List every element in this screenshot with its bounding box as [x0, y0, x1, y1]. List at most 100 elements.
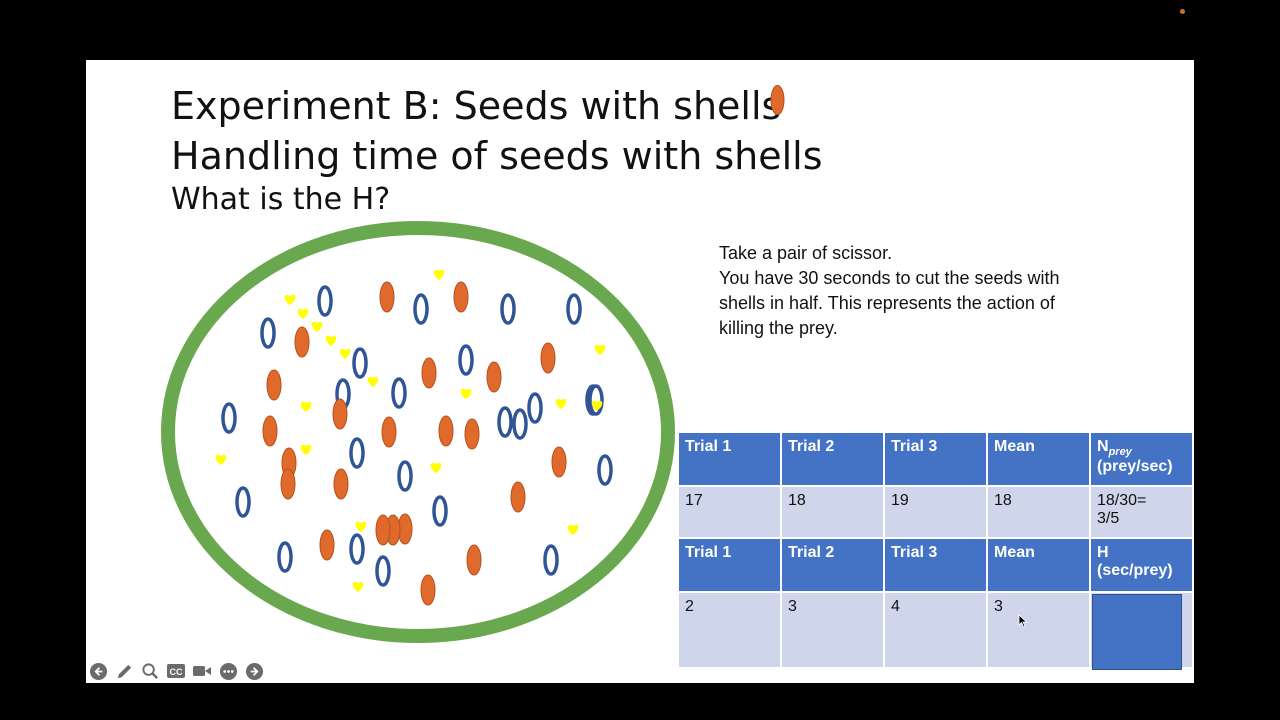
shelled-seed [379, 281, 395, 313]
shelled-seed [540, 342, 556, 374]
yellow-seed [215, 454, 227, 465]
yellow-seed [355, 521, 367, 532]
shelled-seed [319, 529, 335, 561]
shelled-seed [420, 574, 436, 606]
table-cell: 4 [883, 591, 988, 669]
answer-cell-h[interactable] [1089, 591, 1194, 670]
yellow-seed [430, 462, 442, 473]
ring-seed [349, 533, 365, 565]
yellow-seed [367, 376, 379, 387]
header-trial-1: Trial 1 [677, 537, 782, 593]
shelled-seed [464, 418, 480, 450]
slide-title: Experiment B: Seeds with shells [171, 84, 782, 128]
ring-seed [235, 486, 251, 518]
ring-seed [432, 495, 448, 527]
ring-seed [260, 317, 276, 349]
recording-indicator [1180, 9, 1185, 14]
yellow-seed [300, 401, 312, 412]
shelled-seed [453, 281, 469, 313]
ring-seed [497, 406, 513, 438]
ring-seed [375, 555, 391, 587]
ring-seed [221, 402, 237, 434]
shelled-seed [438, 415, 454, 447]
ring-seed [527, 392, 543, 424]
table-header-row: Trial 1 Trial 2 Trial 3 Mean H(sec/prey) [677, 537, 1194, 593]
pen-icon[interactable] [114, 661, 134, 681]
yellow-seed [433, 269, 445, 280]
yellow-seed [567, 524, 579, 535]
shelled-seed [294, 326, 310, 358]
table-cell: 3 [780, 591, 885, 669]
ring-seed [413, 293, 429, 325]
yellow-seed [311, 321, 323, 332]
more-icon[interactable] [218, 661, 238, 681]
ring-seed [458, 344, 474, 376]
svg-text:CC: CC [170, 667, 183, 677]
ring-seed [391, 377, 407, 409]
captions-icon[interactable]: CC [166, 661, 186, 681]
table-row: 17 18 19 18 18/30=3/5 [677, 485, 1194, 539]
ring-seed [500, 293, 516, 325]
shelled-seed [262, 415, 278, 447]
shelled-seed [266, 369, 282, 401]
instruction-line: killing the prey. [719, 318, 838, 338]
shelled-seed [466, 544, 482, 576]
shelled-seed [381, 416, 397, 448]
table-cell: 18 [986, 485, 1091, 539]
header-trial-2: Trial 2 [780, 431, 885, 487]
instruction-line: shells in half. This represents the acti… [719, 293, 1055, 313]
header-trial-1: Trial 1 [677, 431, 782, 487]
zoom-icon[interactable] [140, 661, 160, 681]
slideshow-toolbar: CC [88, 660, 264, 682]
shelled-seed [421, 357, 437, 389]
ring-seed [543, 544, 559, 576]
previous-icon[interactable] [88, 661, 108, 681]
shelled-seed [486, 361, 502, 393]
shelled-seed [333, 468, 349, 500]
shelled-seed [375, 514, 391, 546]
yellow-seed [352, 581, 364, 592]
slide: Experiment B: Seeds with shells Handling… [86, 60, 1194, 683]
table-header-row: Trial 1 Trial 2 Trial 3 Mean Nprey(prey/… [677, 431, 1194, 487]
ring-seed [512, 408, 528, 440]
header-mean: Mean [986, 431, 1091, 487]
table-cell: 3 [986, 591, 1091, 669]
table-cell: 2 [677, 591, 782, 669]
video-icon[interactable] [192, 661, 212, 681]
petri-dish [161, 221, 675, 643]
header-trial-3: Trial 3 [883, 431, 988, 487]
shelled-seed [510, 481, 526, 513]
yellow-seed [300, 444, 312, 455]
ring-seed [317, 285, 333, 317]
next-icon[interactable] [244, 661, 264, 681]
shelled-seed-icon [770, 85, 785, 115]
instruction-line: You have 30 seconds to cut the seeds wit… [719, 268, 1060, 288]
yellow-seed [325, 335, 337, 346]
shelled-seed [332, 398, 348, 430]
answer-box[interactable] [1092, 594, 1182, 670]
yellow-seed [284, 294, 296, 305]
dish-rim [161, 221, 675, 643]
yellow-seed [460, 388, 472, 399]
table-cell: 18 [780, 485, 885, 539]
ring-seed [397, 460, 413, 492]
table-row: 2 3 4 3 [677, 591, 1194, 670]
ring-seed [352, 347, 368, 379]
yellow-seed [555, 398, 567, 409]
header-mean: Mean [986, 537, 1091, 593]
shelled-seed [551, 446, 567, 478]
yellow-seed [591, 400, 603, 411]
table-cell: 19 [883, 485, 988, 539]
ring-seed [597, 454, 613, 486]
yellow-seed [297, 308, 309, 319]
results-table: Trial 1 Trial 2 Trial 3 Mean Nprey(prey/… [677, 431, 1194, 670]
seeds [215, 269, 613, 606]
yellow-seed [594, 344, 606, 355]
slide-question: What is the H? [171, 182, 391, 217]
ring-seed [277, 541, 293, 573]
table-cell-nprey: 18/30=3/5 [1089, 485, 1194, 539]
header-trial-3: Trial 3 [883, 537, 988, 593]
mouse-cursor-icon [1018, 614, 1028, 628]
header-trial-2: Trial 2 [780, 537, 885, 593]
shelled-seed [280, 468, 296, 500]
